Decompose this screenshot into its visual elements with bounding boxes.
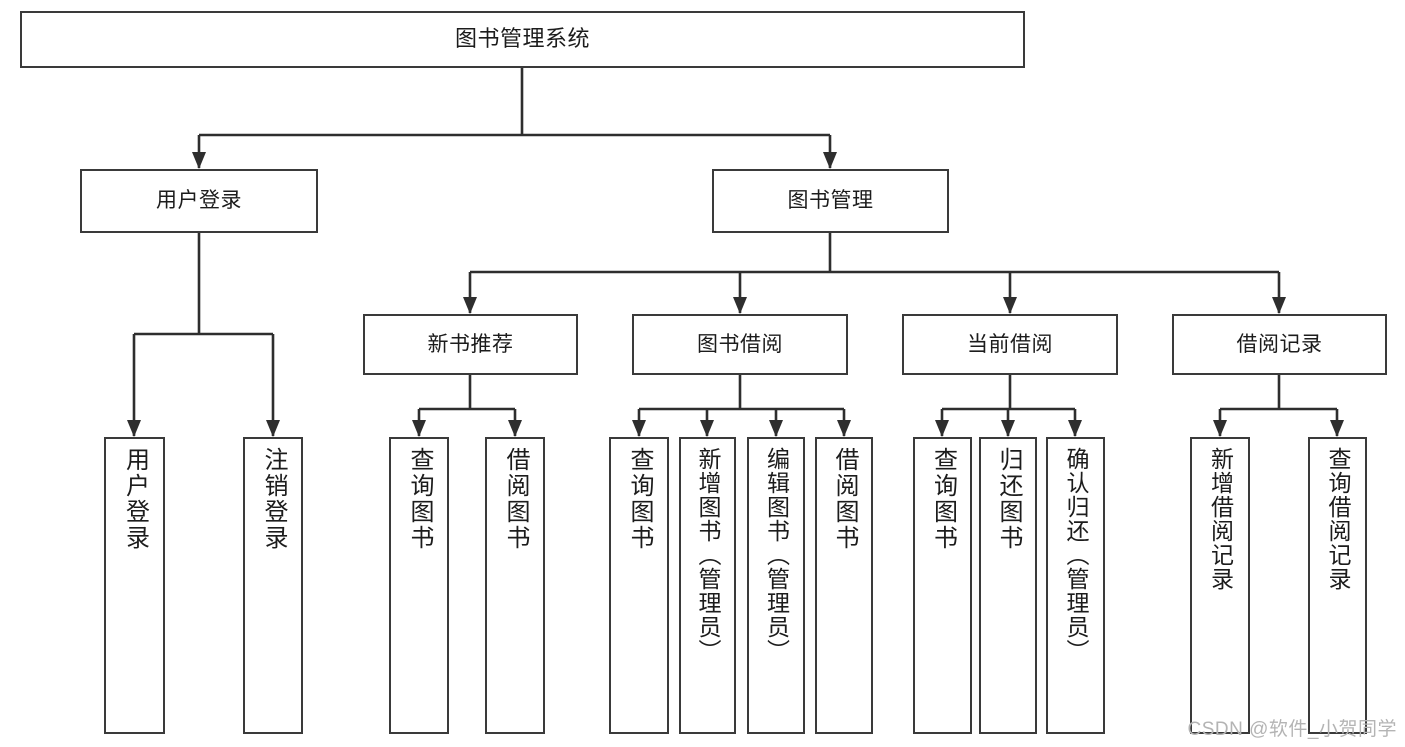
arrow-head-icon [1003, 297, 1017, 314]
node-label: 借阅图书 [831, 447, 858, 551]
arrow-head-icon [127, 420, 141, 437]
arrow-head-icon [266, 420, 280, 437]
arrow-head-icon [1213, 420, 1227, 437]
arrow-head-icon [769, 420, 783, 437]
node-leaf-confirm-return[interactable]: 确认归还（管理员） [1046, 437, 1105, 734]
node-label: 图书管理系统 [454, 26, 590, 52]
node-root[interactable]: 图书管理系统 [20, 11, 1025, 68]
node-leaf-query-book-3[interactable]: 查询图书 [913, 437, 972, 734]
arrow-head-icon [1272, 297, 1286, 314]
node-label: 归还图书 [995, 447, 1022, 551]
arrow-head-icon [1330, 420, 1344, 437]
node-leaf-add-book[interactable]: 新增图书（管理员） [679, 437, 736, 734]
node-label: 用户登录 [156, 189, 242, 213]
node-label: 新增借阅记录 [1207, 447, 1234, 591]
node-book-borrow[interactable]: 图书借阅 [632, 314, 848, 375]
node-leaf-borrow-book-2[interactable]: 借阅图书 [815, 437, 873, 734]
node-leaf-query-record[interactable]: 查询借阅记录 [1308, 437, 1367, 734]
node-label: 注销登录 [260, 447, 287, 551]
node-leaf-edit-book[interactable]: 编辑图书（管理员） [747, 437, 805, 734]
arrow-head-icon [935, 420, 949, 437]
arrow-head-icon [508, 420, 522, 437]
arrow-head-icon [700, 420, 714, 437]
node-leaf-borrow-book-1[interactable]: 借阅图书 [485, 437, 545, 734]
arrow-head-icon [823, 152, 837, 169]
node-current-borrow[interactable]: 当前借阅 [902, 314, 1118, 375]
node-label: 查询图书 [929, 447, 957, 551]
node-user-login[interactable]: 用户登录 [80, 169, 318, 233]
node-label: 用户登录 [121, 447, 149, 551]
arrow-head-icon [192, 152, 206, 169]
node-borrow-record[interactable]: 借阅记录 [1172, 314, 1387, 375]
node-label: 查询图书 [626, 447, 653, 551]
arrow-head-icon [1068, 420, 1082, 437]
node-leaf-query-book-2[interactable]: 查询图书 [609, 437, 669, 734]
arrow-head-icon [1001, 420, 1015, 437]
node-label: 编辑图书（管理员） [763, 447, 790, 663]
arrow-head-icon [412, 420, 426, 437]
node-book-manage[interactable]: 图书管理 [712, 169, 949, 233]
node-label: 图书管理 [787, 189, 874, 213]
arrow-head-icon [837, 420, 851, 437]
node-label: 借阅记录 [1236, 332, 1323, 356]
node-label: 当前借阅 [967, 332, 1053, 356]
node-label: 图书借阅 [697, 332, 783, 356]
node-leaf-add-record[interactable]: 新增借阅记录 [1190, 437, 1250, 734]
node-leaf-user-login[interactable]: 用户登录 [104, 437, 165, 734]
node-leaf-query-book-1[interactable]: 查询图书 [389, 437, 449, 734]
node-label: 借阅图书 [502, 447, 529, 551]
node-label: 查询借阅记录 [1325, 447, 1351, 591]
watermark-text: CSDN @软件_小贺同学 [1187, 719, 1397, 740]
node-label: 查询图书 [406, 447, 433, 551]
arrow-head-icon [733, 297, 747, 314]
node-leaf-user-logout[interactable]: 注销登录 [243, 437, 303, 734]
node-leaf-return-book[interactable]: 归还图书 [979, 437, 1037, 734]
node-label: 新书推荐 [427, 332, 514, 356]
arrow-head-icon [463, 297, 477, 314]
node-label: 新增图书（管理员） [695, 447, 721, 663]
node-label: 确认归还（管理员） [1063, 447, 1089, 663]
arrow-head-icon [632, 420, 646, 437]
node-new-book-rec[interactable]: 新书推荐 [363, 314, 578, 375]
